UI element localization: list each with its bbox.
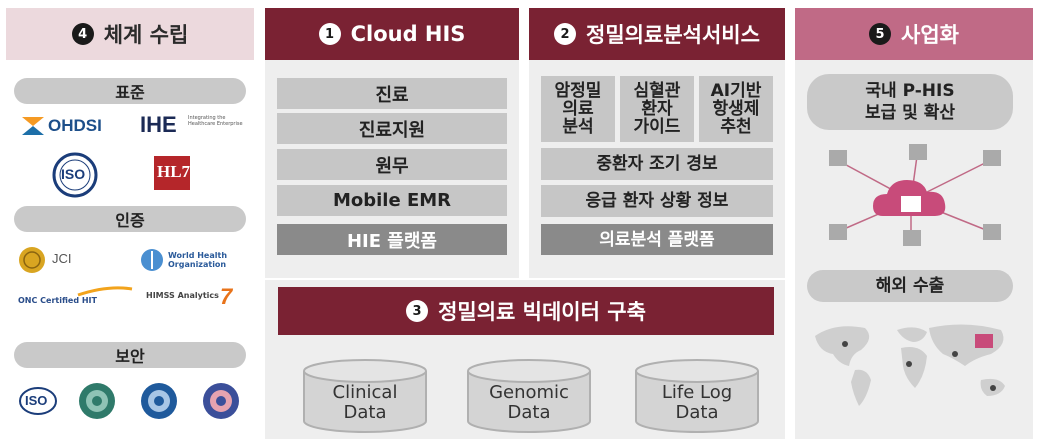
database-cylinder-icon: [303, 359, 427, 433]
data-store-label: Clinical Data: [332, 382, 398, 423]
framework-panel: [6, 60, 254, 439]
data-store-label: Genomic Data: [489, 382, 569, 423]
data-store-lifelog: Life Log Data: [634, 357, 760, 433]
ihe-text: IHE: [140, 112, 177, 137]
ihe-logo: IHE Integrating the Healthcare Enterpris…: [140, 112, 250, 138]
onc-logo: ONC Certified HIT: [18, 284, 134, 306]
commercialization-header: 5 사업화: [795, 8, 1033, 60]
ohdsi-text: OHDSI: [48, 116, 102, 135]
certification-seal-icon: [203, 383, 239, 419]
who-emblem-icon: [141, 249, 163, 271]
iso-security-text: ISO: [25, 393, 48, 408]
certification-pill: 인증: [14, 206, 246, 232]
analysis-service: 응급 환자 상황 정보: [541, 185, 773, 217]
world-map-icon: [815, 324, 1005, 406]
who-text: World Health Organization: [168, 251, 228, 269]
step-number-badge: 1: [318, 23, 341, 45]
ohdsi-logo: OHDSI: [22, 114, 132, 138]
analysis-service: 중환자 조기 경보: [541, 148, 773, 180]
bigdata-title: 정밀의료 빅데이터 구축: [438, 300, 646, 324]
cloud-his-header: 1 Cloud HIS: [265, 8, 519, 60]
jci-text: JCI: [52, 251, 72, 266]
cloud-his-column: 1 Cloud HIS 진료 진료지원 원무 Mobile EMR HIE 플랫…: [265, 8, 519, 278]
hl7-text: HL7: [157, 162, 191, 181]
bigdata-header: 3 정밀의료 빅데이터 구축: [278, 287, 774, 335]
domestic-pill: 국내 P-HIS 보급 및 확산: [807, 74, 1013, 130]
data-store-genomic: Genomic Data: [466, 357, 592, 433]
step-number-badge: 3: [406, 300, 429, 322]
framework-column: 4 체계 수립 표준 OHDSI IHE Integrating the Hea…: [6, 8, 254, 439]
database-cylinder-icon: [467, 359, 591, 433]
analysis-service: AI기반 항생제 추천: [699, 76, 773, 142]
himss-level: 7: [220, 284, 233, 309]
certification-label: 인증: [115, 211, 145, 230]
analysis-service: 심혈관 환자 가이드: [620, 76, 694, 142]
ohdsi-mark-icon: [22, 117, 44, 135]
database-cylinder-icon: [635, 359, 759, 433]
security-pill: 보안: [14, 342, 246, 368]
ihe-subtext: Integrating the Healthcare Enterprise: [188, 115, 243, 127]
data-store-label: Life Log Data: [661, 382, 733, 423]
iso-logo: ISO: [52, 152, 98, 198]
iso-text: ISO: [61, 166, 86, 182]
jci-seal-icon: [19, 247, 45, 273]
certification-seal-icon: [79, 383, 115, 419]
standard-label: 표준: [115, 83, 145, 102]
hie-platform: HIE 플랫폼: [277, 224, 507, 255]
step-number-badge: 4: [71, 23, 94, 45]
hl7-logo: HL7: [154, 156, 190, 190]
step-number-badge: 5: [869, 23, 892, 45]
analysis-header: 2 정밀의료분석서비스: [529, 8, 785, 60]
iso-seal-icon: [52, 152, 98, 198]
analysis-platform: 의료분석 플랫폼: [541, 224, 773, 255]
certification-seal-icon: [141, 383, 177, 419]
iso-security-logo: ISO: [18, 386, 58, 416]
analysis-column: 2 정밀의료분석서비스 암정밀 의료 분석 심혈관 환자 가이드 AI기반 항생…: [529, 8, 785, 278]
onc-swoosh-icon: [77, 286, 133, 297]
commercialization-title: 사업화: [901, 23, 959, 47]
who-logo: World Health Organization: [140, 248, 252, 274]
commercialization-column: 5 사업화 국내 P-HIS 보급 및 확산 해외 수출: [795, 8, 1033, 439]
himss-text: HIMSS Analytics: [146, 291, 219, 300]
his-item: 원무: [277, 149, 507, 180]
analysis-title: 정밀의료분석서비스: [586, 23, 760, 47]
his-item: 진료: [277, 78, 507, 109]
standard-pill: 표준: [14, 78, 246, 104]
his-item: 진료지원: [277, 113, 507, 144]
framework-title: 체계 수립: [103, 23, 189, 47]
analysis-service: 암정밀 의료 분석: [541, 76, 615, 142]
cloud-his-title: Cloud HIS: [350, 22, 466, 46]
his-item: Mobile EMR: [277, 185, 507, 216]
framework-header: 4 체계 수립: [6, 8, 254, 60]
iso-security-icon: [19, 387, 57, 415]
overseas-pill: 해외 수출: [807, 270, 1013, 302]
data-store-clinical: Clinical Data: [302, 357, 428, 433]
step-number-badge: 2: [554, 23, 577, 45]
security-label: 보안: [115, 347, 145, 366]
onc-text: ONC Certified HIT: [18, 296, 97, 305]
jci-logo: JCI: [18, 246, 128, 274]
hospital-network-icon: [829, 144, 1001, 246]
himss-logo: HIMSS Analytics 7: [146, 284, 246, 309]
